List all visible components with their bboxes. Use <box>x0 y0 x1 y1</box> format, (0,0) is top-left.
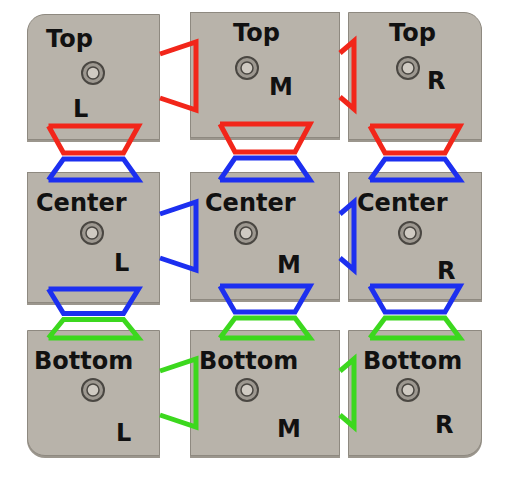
tile-row-label: Center <box>36 191 127 215</box>
tile-column-label: R <box>437 259 455 283</box>
tile-column-label: M <box>277 253 301 277</box>
tile-row-label: Top <box>233 21 280 45</box>
tile-column-label: R <box>435 413 453 437</box>
tile-row-label: Center <box>205 191 296 215</box>
joint-outline <box>340 359 354 427</box>
tile-row-label: Center <box>357 191 448 215</box>
tile-part: CenterM <box>190 172 340 300</box>
tile-part: TopM <box>190 12 340 138</box>
tile-row-label: Bottom <box>199 349 298 373</box>
tile-row-label: Bottom <box>34 349 133 373</box>
tile-column-label: L <box>114 251 129 275</box>
tile-row-label: Top <box>389 21 436 45</box>
joint-outline <box>340 41 354 109</box>
tile-row-label: Top <box>46 27 93 51</box>
dovetail-joint <box>340 202 354 270</box>
tile-column-label: R <box>427 69 445 93</box>
tile-column-label: M <box>269 75 293 99</box>
tile-part: BottomM <box>190 330 340 456</box>
dovetail-joint <box>340 41 354 109</box>
tile-column-label: L <box>116 421 131 445</box>
joint-outline <box>340 202 354 270</box>
dovetail-joint <box>340 359 354 427</box>
tile-row-label: Bottom <box>363 349 462 373</box>
tile-column-label: M <box>277 417 301 441</box>
tile-column-label: L <box>73 97 88 121</box>
